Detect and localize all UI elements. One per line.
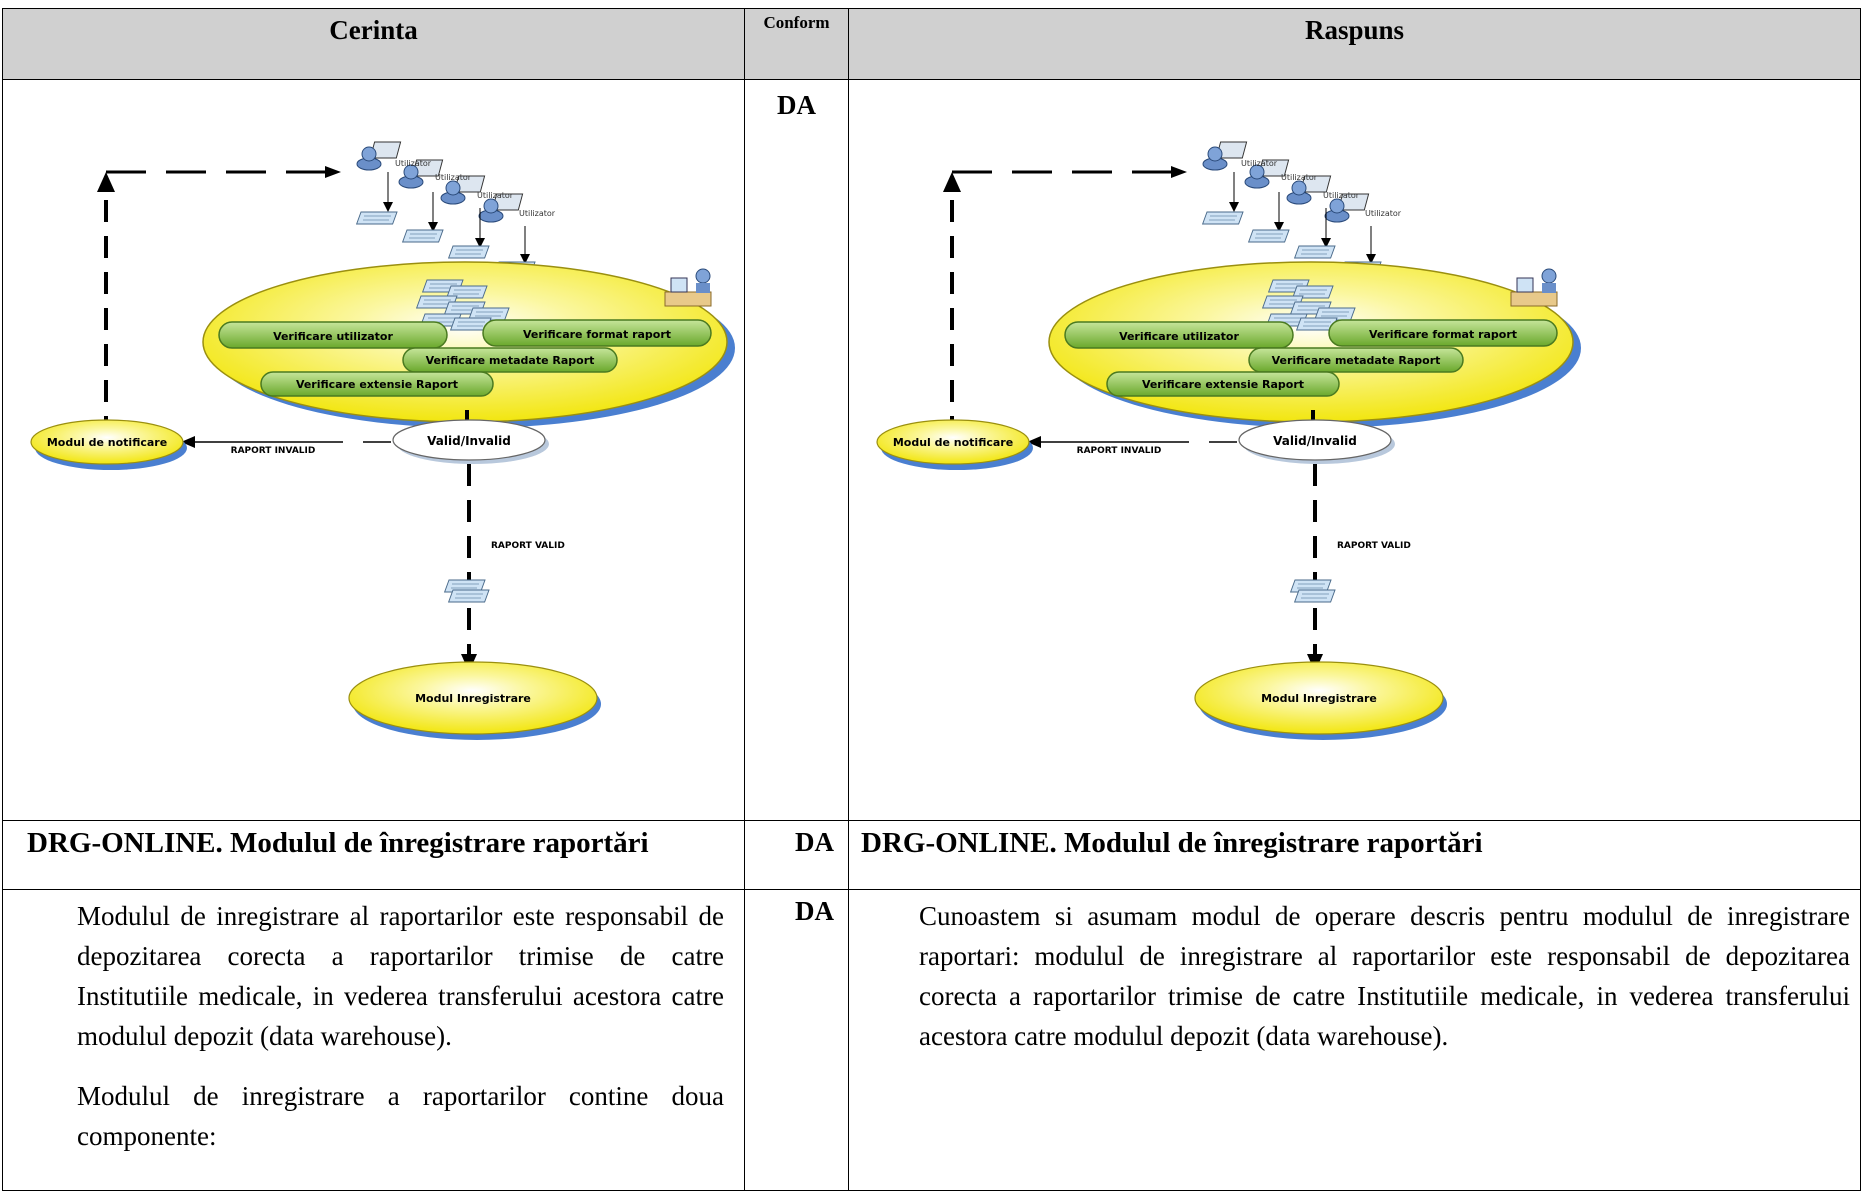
body-right-cell: Cunoastem si asumam modul de operare des…	[848, 889, 1861, 1191]
check-verificare-extensie: Verificare extensie Raport	[260, 371, 494, 397]
body-left-paragraph-1: Modulul de inregistrare al raportarilor …	[77, 901, 724, 1051]
notification-module: Modul de notificare	[30, 419, 187, 470]
registration-module: Modul Inregistrare	[348, 661, 601, 740]
arrow-right-icon	[1171, 166, 1187, 178]
notification-module: Modul de notificare	[876, 419, 1033, 470]
user-label: Utilizator	[477, 191, 514, 200]
users-group: Utilizator Utilizator Utilizator Utiliza…	[1202, 141, 1402, 223]
process-diagram: Utilizator Utilizator Utilizator Utiliza…	[876, 141, 1581, 740]
user-label: Utilizator	[1365, 209, 1402, 218]
section-title-right: DRG-ONLINE. Modulul de înregistrare rapo…	[861, 827, 1483, 859]
svg-text:Verificare metadate Raport: Verificare metadate Raport	[426, 354, 595, 367]
header-raspuns: Raspuns	[848, 8, 1861, 80]
report-doc-icon	[402, 229, 444, 243]
check-verificare-extensie: Verificare extensie Raport	[1106, 371, 1340, 397]
conform-cell-section: DA	[744, 820, 849, 890]
valid-invalid-node: Valid/Invalid	[392, 419, 549, 464]
conform-cell-figure: DA	[744, 79, 849, 821]
requirements-table: Cerinta Conform Raspuns Utilizator Utili…	[2, 8, 1861, 1191]
raport-invalid-label: RAPORT INVALID	[1077, 446, 1162, 456]
report-doc-icon	[448, 245, 490, 259]
svg-text:Valid/Invalid: Valid/Invalid	[427, 434, 511, 448]
section-row: DRG-ONLINE. Modulul de înregistrare rapo…	[2, 820, 1861, 890]
svg-text:Verificare extensie Raport: Verificare extensie Raport	[1142, 378, 1304, 391]
section-title-left-cell: DRG-ONLINE. Modulul de înregistrare rapo…	[2, 820, 745, 890]
section-title-right-cell: DRG-ONLINE. Modulul de înregistrare rapo…	[848, 820, 1861, 890]
header-conform: Conform	[744, 8, 849, 80]
check-verificare-format: Verificare format raport	[1328, 319, 1558, 347]
user-label: Utilizator	[1323, 191, 1360, 200]
report-doc-icon	[356, 211, 398, 225]
user-label: Utilizator	[435, 173, 472, 182]
svg-text:Modul Inregistrare: Modul Inregistrare	[415, 692, 531, 705]
section-title-left: DRG-ONLINE. Modulul de înregistrare rapo…	[27, 827, 649, 859]
figure-row: Utilizator Utilizator Utilizator Utiliza…	[2, 79, 1861, 821]
report-doc-icon	[1294, 589, 1336, 603]
arrow-up-icon	[97, 172, 115, 192]
header-cerinta: Cerinta	[2, 8, 745, 80]
body-left-paragraph-2: Modulul de inregistrare a raportarilor c…	[77, 1081, 724, 1151]
svg-text:Verificare metadate Raport: Verificare metadate Raport	[1272, 354, 1441, 367]
user-label: Utilizator	[1281, 173, 1318, 182]
report-doc-icon	[448, 589, 490, 603]
raport-valid-label: RAPORT VALID	[491, 541, 565, 551]
arrow-up-icon	[943, 172, 961, 192]
svg-text:Modul de notificare: Modul de notificare	[893, 436, 1013, 449]
check-verificare-utilizator: Verificare utilizator	[1064, 321, 1294, 349]
conform-cell-body: DA	[744, 889, 849, 1191]
arrow-left-icon	[1027, 436, 1041, 448]
header-row: Cerinta Conform Raspuns	[2, 8, 1861, 80]
admin-desk-icon	[1510, 268, 1558, 307]
check-verificare-utilizator: Verificare utilizator	[218, 321, 448, 349]
svg-text:Modul Inregistrare: Modul Inregistrare	[1261, 692, 1377, 705]
user-label: Utilizator	[1241, 159, 1278, 168]
user-label: Utilizator	[395, 159, 432, 168]
users-group: Utilizator Utilizator Utilizator Utiliza…	[356, 141, 556, 223]
figure-cell-left: Utilizator Utilizator Utilizator Utiliza…	[2, 79, 745, 821]
body-left-cell: Modulul de inregistrare al raportarilor …	[2, 889, 745, 1191]
arrow-left-icon	[181, 436, 195, 448]
process-diagram: Utilizator Utilizator Utilizator Utiliza…	[30, 141, 735, 740]
raport-invalid-label: RAPORT INVALID	[231, 446, 316, 456]
svg-text:Modul de notificare: Modul de notificare	[47, 436, 167, 449]
check-verificare-metadate: Verificare metadate Raport	[1248, 347, 1464, 373]
body-row: Modulul de inregistrare al raportarilor …	[2, 889, 1861, 1191]
svg-text:Verificare format raport: Verificare format raport	[523, 328, 671, 341]
check-verificare-metadate: Verificare metadate Raport	[402, 347, 618, 373]
registration-module: Modul Inregistrare	[1194, 661, 1447, 740]
figure-cell-right: Utilizator Utilizator Utilizator Utiliza…	[848, 79, 1861, 821]
body-right-paragraph-1: Cunoastem si asumam modul de operare des…	[919, 901, 1850, 1051]
arrow-right-icon	[325, 166, 341, 178]
svg-text:Verificare format raport: Verificare format raport	[1369, 328, 1517, 341]
svg-text:Valid/Invalid: Valid/Invalid	[1273, 434, 1357, 448]
check-verificare-format: Verificare format raport	[482, 319, 712, 347]
svg-text:Verificare extensie Raport: Verificare extensie Raport	[296, 378, 458, 391]
report-doc-icon	[1248, 229, 1290, 243]
raport-valid-label: RAPORT VALID	[1337, 541, 1411, 551]
report-doc-icon	[1294, 245, 1336, 259]
report-doc-icon	[1202, 211, 1244, 225]
svg-text:Verificare utilizator: Verificare utilizator	[1119, 330, 1239, 343]
admin-desk-icon	[664, 268, 712, 307]
user-label: Utilizator	[519, 209, 556, 218]
valid-invalid-node: Valid/Invalid	[1238, 419, 1395, 464]
svg-text:Verificare utilizator: Verificare utilizator	[273, 330, 393, 343]
